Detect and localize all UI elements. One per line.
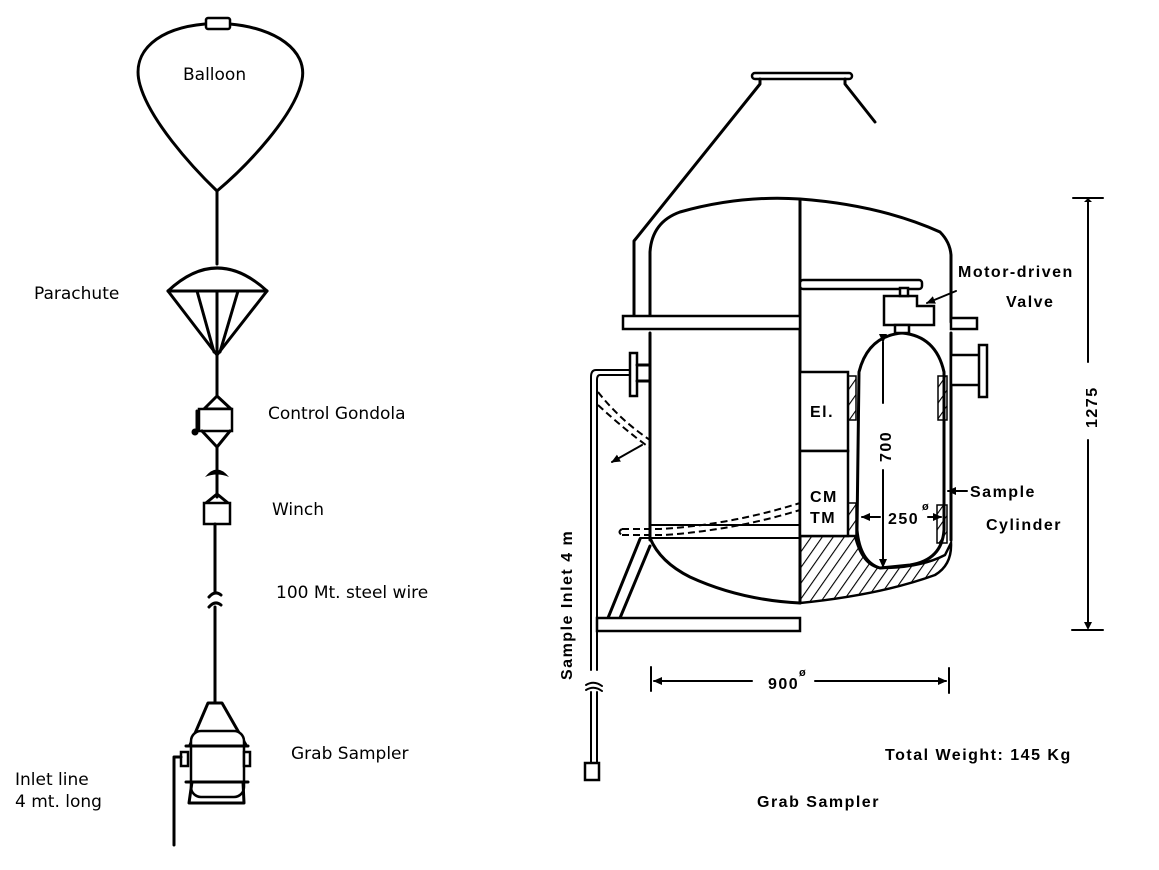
inlet-line-label: Inlet line — [15, 770, 89, 790]
height-dimension-label: 1275 — [1084, 386, 1101, 428]
steel-wire — [207, 522, 223, 705]
control-gondola-label: Control Gondola — [268, 404, 406, 424]
stand — [595, 537, 802, 633]
valve-pointer-arrow — [926, 290, 957, 304]
control-gondola-icon — [191, 394, 234, 449]
height-dimension — [1071, 197, 1104, 631]
swivel-icon — [205, 469, 229, 477]
cm-label: CM — [810, 489, 838, 506]
parachute-icon — [166, 266, 269, 357]
grab-sampler-icon — [172, 701, 252, 847]
cylinder-diameter-dimension — [861, 487, 968, 521]
sampler-diameter-label: 900 — [768, 676, 799, 693]
sample-inlet-label: Sample Inlet 4 m — [559, 530, 576, 680]
grab-sampler-label: Grab Sampler — [291, 744, 409, 764]
internal-tube — [618, 502, 801, 539]
grab-sampler-cross-section: El. CM TM Motor-driven Valve — [559, 71, 1104, 811]
cylinder-length-label: 700 — [878, 431, 895, 462]
winch-icon — [202, 492, 232, 526]
valve-label-line1: Motor-driven — [958, 264, 1074, 281]
figure-caption: Grab Sampler — [757, 794, 880, 811]
sample-cylinder-label-line2: Cylinder — [986, 517, 1062, 534]
inlet-line-length-label: 4 mt. long — [15, 792, 102, 812]
balloon-system-diagram: Balloon Parachute Control Gondola — [15, 16, 428, 847]
sample-cylinder-label-line1: Sample — [970, 484, 1036, 501]
flow-arrow — [611, 444, 643, 463]
hatched-base — [798, 534, 953, 605]
valve-label-line2: Valve — [1006, 294, 1054, 311]
right-flange — [949, 343, 989, 399]
motor-driven-valve-icon — [882, 286, 936, 335]
winch-label: Winch — [272, 500, 324, 520]
cylinder-diameter-label: 250 — [888, 511, 919, 528]
sample-inlet-pipe — [583, 351, 652, 782]
sampler-diameter-mark: ø — [799, 667, 807, 679]
suspension-frame — [632, 71, 877, 320]
balloon-label: Balloon — [183, 65, 246, 85]
steel-wire-label: 100 Mt. steel wire — [276, 583, 428, 603]
sample-cylinder — [855, 331, 948, 570]
parachute-label: Parachute — [34, 284, 119, 304]
electronics-label: El. — [810, 404, 834, 421]
total-weight-label: Total Weight: 145 Kg — [885, 747, 1072, 764]
electronics-compartments — [798, 370, 857, 538]
cylinder-diameter-mark: ø — [922, 501, 930, 513]
balloon-icon — [136, 16, 305, 193]
sampler-diameter-dimension — [650, 666, 950, 694]
tm-label: TM — [810, 510, 836, 527]
